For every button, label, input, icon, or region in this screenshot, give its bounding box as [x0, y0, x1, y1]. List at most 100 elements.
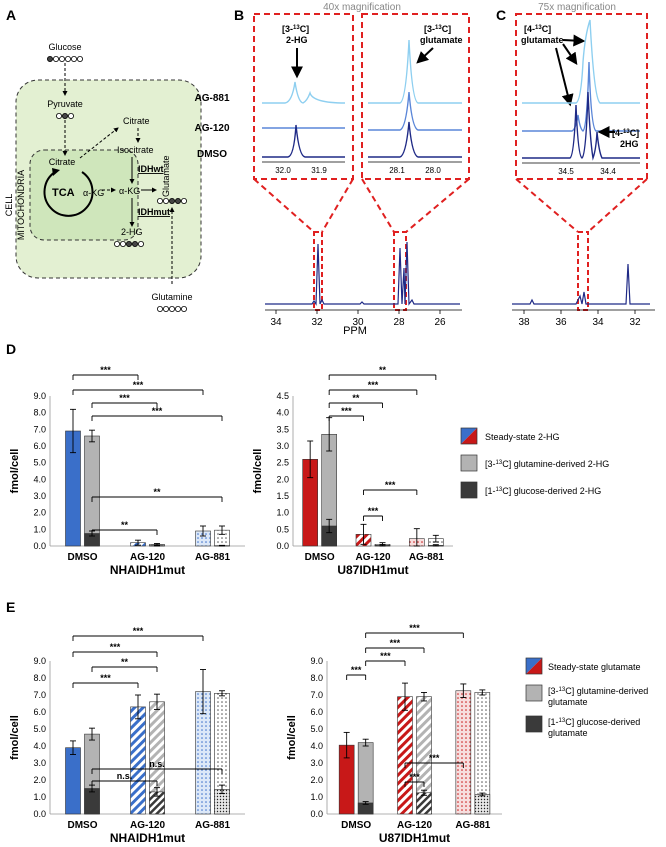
y-tick-label: 7.0: [310, 690, 323, 700]
legend-e-steady-icon-red: [526, 658, 542, 674]
significance-label: ***: [390, 638, 401, 648]
y-axis-label: fmol/cell: [9, 449, 21, 494]
y-tick-label: 1.0: [33, 524, 46, 534]
significance-label: ***: [341, 406, 352, 416]
y-tick-label: 4.5: [276, 391, 289, 401]
significance-label: ***: [133, 380, 144, 390]
y-tick-label: 9.0: [310, 656, 323, 666]
y-tick-label: 3.0: [310, 758, 323, 768]
y-tick-label: 8.0: [33, 673, 46, 683]
legend-d-glc-icon: [460, 481, 478, 499]
chart-d-nha: 0.01.02.03.04.05.06.07.08.09.0fmol/cellD…: [9, 365, 245, 577]
inset-c-glu-label-line1: [4-13C]: [524, 24, 551, 34]
inset-2hg-label-line2: 2-HG: [286, 35, 308, 45]
citrate-mito-label: Citrate: [49, 157, 76, 167]
panel-label-b: B: [234, 7, 244, 23]
arrow-c-glu-2: [562, 43, 578, 65]
y-tick-label: 2.5: [276, 458, 289, 468]
bar-glucose-derived: [416, 792, 432, 815]
significance-label: **: [121, 657, 129, 667]
y-tick-label: 2.0: [310, 775, 323, 785]
significance-label: ***: [380, 651, 391, 661]
y-tick-label: 9.0: [33, 391, 46, 401]
y-tick-label: 8.0: [310, 673, 323, 683]
inset-c-tick-0: 34.5: [558, 167, 574, 176]
x-tick-label: AG-881: [409, 552, 444, 563]
x-tick-label: DMSO: [68, 820, 98, 831]
bar-steady-state: [65, 747, 81, 815]
inset-c-2hg-label-line1: [4-13C]: [612, 128, 639, 138]
x-tick-label: DMSO: [341, 820, 371, 831]
ppm-tick-label: 34: [270, 317, 282, 328]
2hg-label: 2-HG: [121, 227, 143, 237]
y-tick-label: 9.0: [33, 656, 46, 666]
bar-steady-state: [130, 706, 146, 815]
panel-c: C 75x magnification [4-13C] glutamate [4…: [496, 2, 655, 328]
ppm-tick-label: 28: [393, 317, 405, 328]
panel-d: D 0.01.02.03.04.05.06.07.08.09.0fmol/cel…: [6, 341, 609, 577]
2hg-molecule-icon: [114, 240, 144, 247]
bar-steady-state: [397, 696, 413, 815]
chart-e-nha: 0.01.02.03.04.05.06.07.08.09.0fmol/cellD…: [9, 626, 245, 845]
sample-label-ag120: AG-120: [194, 123, 229, 134]
glutamine-molecule-icon: [156, 305, 187, 312]
legend-d-steady-box: [460, 427, 478, 445]
x-tick-label: AG-881: [195, 552, 230, 563]
pyruvate-molecule-icon: [56, 113, 75, 120]
zoom-line-c-left: [515, 178, 579, 233]
ppm-tick-label: 38: [518, 317, 530, 328]
tca-cycle-arc: [43, 171, 94, 217]
significance-label: **: [352, 393, 360, 403]
y-tick-label: 0.0: [33, 541, 46, 551]
chart-title: NHAIDH1mut: [110, 831, 185, 845]
akg-label: α-KG: [119, 186, 140, 196]
isocitrate-label: Isocitrate: [117, 145, 154, 155]
cell-label: CELL: [4, 194, 14, 217]
y-tick-label: 6.0: [33, 441, 46, 451]
significance-label: ***: [385, 480, 396, 490]
glucose-molecule-icon: [47, 56, 84, 63]
sample-label-dmso: DMSO: [197, 149, 227, 160]
chart-title: NHAIDH1mut: [110, 563, 185, 577]
significance-label: ***: [368, 506, 379, 516]
arrow-citrate-export: [79, 127, 119, 159]
y-tick-label: 0.0: [33, 809, 46, 819]
pyruvate-label: Pyruvate: [47, 99, 83, 109]
chart-title: U87IDH1mut: [379, 831, 450, 845]
y-tick-label: 4.0: [33, 474, 46, 484]
significance-label: ***: [409, 772, 420, 782]
inset-glu-tick-0: 28.1: [389, 166, 405, 175]
glutamine-label: Glutamine: [151, 292, 192, 302]
y-tick-label: 4.0: [276, 408, 289, 418]
significance-label: ***: [133, 626, 144, 636]
y-axis-label: fmol/cell: [9, 715, 21, 760]
legend-e: Steady-state glutamate [3-13C] glutamine…: [525, 657, 648, 738]
ppm-tick-label: 32: [311, 317, 323, 328]
significance-label: ***: [119, 393, 130, 403]
legend-d-gln-icon: [460, 454, 478, 472]
citrate-cyto-label: Citrate: [123, 116, 150, 126]
zoom-line-glu-right: [405, 178, 470, 233]
x-tick-label: AG-120: [397, 820, 432, 831]
legend-d-gln: [3-13C] glutamine-derived 2-HG: [485, 459, 609, 469]
y-tick-label: 8.0: [33, 408, 46, 418]
y-tick-label: 0.0: [310, 809, 323, 819]
chart-d-u87: 0.00.51.01.52.02.53.03.54.04.5fmol/cellD…: [252, 365, 453, 577]
y-tick-label: 2.0: [276, 474, 289, 484]
panel-label-d: D: [6, 341, 16, 357]
y-tick-label: 4.0: [33, 741, 46, 751]
x-tick-label: AG-881: [195, 820, 230, 831]
zoom-line-2hg-right: [321, 178, 354, 233]
y-tick-label: 2.0: [33, 508, 46, 518]
legend-e-steady: Steady-state glutamate: [548, 662, 641, 672]
mitochondria-label: MITOCHONDRIA: [16, 170, 26, 240]
y-tick-label: 1.0: [33, 792, 46, 802]
legend-d-glc: [1-13C] glucose-derived 2-HG: [485, 486, 601, 496]
y-tick-label: 3.0: [33, 491, 46, 501]
x-tick-label: DMSO: [305, 552, 335, 563]
y-tick-label: 3.0: [33, 758, 46, 768]
spectrum-dmso-glu: [368, 121, 462, 158]
y-axis-label: fmol/cell: [286, 715, 298, 760]
spectrum-b-xlabel: PPM: [343, 325, 367, 337]
panel-b: B 40x magnification AG-881 AG-120 DMSO […: [194, 2, 470, 337]
